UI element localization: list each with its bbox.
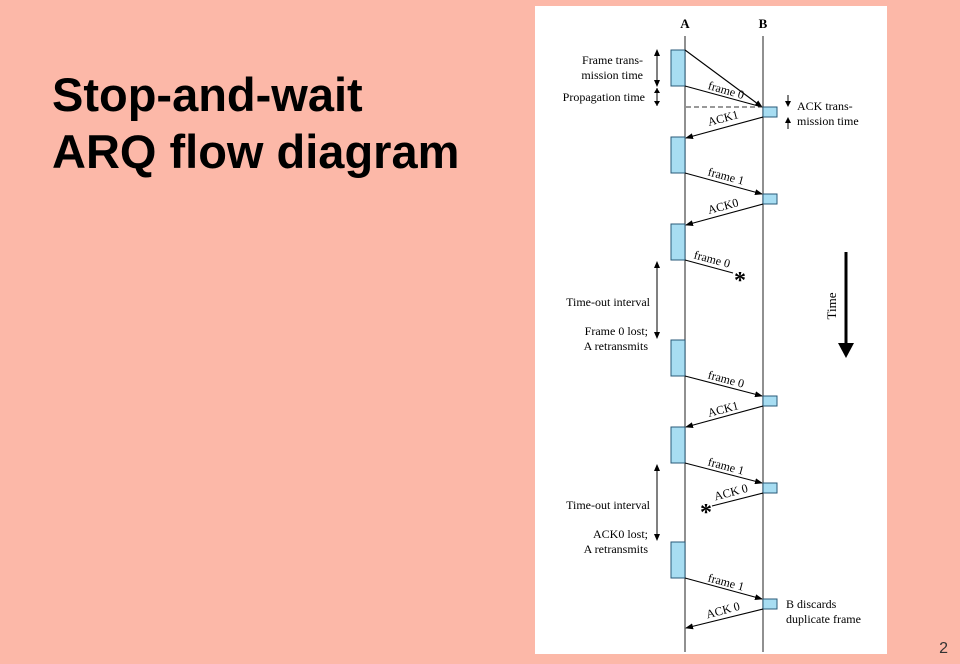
frame0-arrow-1	[684, 49, 763, 108]
msg-ack0-1: ACK0	[706, 195, 740, 217]
frame0-arrow-1-tail	[684, 85, 763, 108]
label-frame0-lost-2: A retransmits	[584, 339, 649, 353]
label-timeout-1: Time-out interval	[566, 295, 651, 309]
frame-box	[670, 339, 686, 377]
ack-box	[762, 193, 778, 205]
frame-box	[670, 541, 686, 579]
arq-flow-diagram: A B	[535, 6, 887, 654]
ack1-arrow-2	[685, 405, 764, 429]
label-frame0-lost-1: Frame 0 lost;	[585, 324, 648, 338]
slide-title: Stop-and-wait ARQ flow diagram	[52, 66, 459, 180]
frame-box	[670, 426, 686, 464]
msg-frame0-1: frame 0	[706, 78, 745, 102]
slide-title-line-2: ARQ flow diagram	[52, 125, 460, 178]
lost-marker-frame: *	[734, 268, 746, 294]
frame1-arrow-2	[684, 462, 763, 485]
frame0-lost-arrow	[684, 259, 734, 274]
msg-frame1-3: frame 1	[706, 571, 745, 594]
slide-title-line-1: Stop-and-wait	[52, 68, 363, 121]
label-ack0-lost-1: ACK0 lost;	[593, 527, 648, 541]
time-arrow-head	[838, 343, 854, 358]
time-label: Time	[824, 292, 839, 319]
ack-box	[762, 482, 778, 494]
label-frame-transmission-1: Frame trans-	[582, 53, 643, 67]
ack1-arrow-1	[685, 116, 764, 140]
label-ack-transmission-1: ACK trans-	[797, 99, 853, 113]
label-timeout-2: Time-out interval	[566, 498, 651, 512]
frame1-arrow-3	[684, 577, 763, 601]
label-propagation-time: Propagation time	[563, 90, 645, 104]
label-ack0-lost-2: A retransmits	[584, 542, 649, 556]
frame-box	[670, 223, 686, 261]
lost-marker-ack: *	[700, 500, 712, 526]
station-a-label: A	[680, 16, 690, 31]
msg-ack0-2: ACK 0	[705, 599, 742, 621]
label-ack-transmission-2: mission time	[797, 114, 859, 128]
frame-box	[670, 49, 686, 87]
ack-boxes-b	[762, 106, 778, 610]
ack-box	[762, 395, 778, 407]
msg-ack1-1: ACK1	[706, 107, 740, 129]
label-frame-transmission-2: mission time	[581, 68, 643, 82]
msg-ack0-lost: ACK 0	[713, 481, 750, 503]
diagram-canvas: A B	[563, 16, 861, 652]
frame0-arrow-2	[684, 375, 763, 398]
ack-box	[762, 106, 778, 118]
page-number: 2	[939, 640, 948, 657]
station-b-label: B	[759, 16, 768, 31]
frame1-arrow-1	[684, 172, 763, 196]
frame-boxes-a	[670, 49, 686, 579]
label-b-discards-1: B discards	[786, 597, 837, 611]
ack0-arrow-1	[685, 203, 764, 227]
ack0-arrow-2	[685, 608, 764, 630]
frame-box	[670, 136, 686, 174]
label-b-discards-2: duplicate frame	[786, 612, 861, 626]
ack0-lost-arrow	[711, 492, 764, 507]
ack-box	[762, 598, 778, 610]
